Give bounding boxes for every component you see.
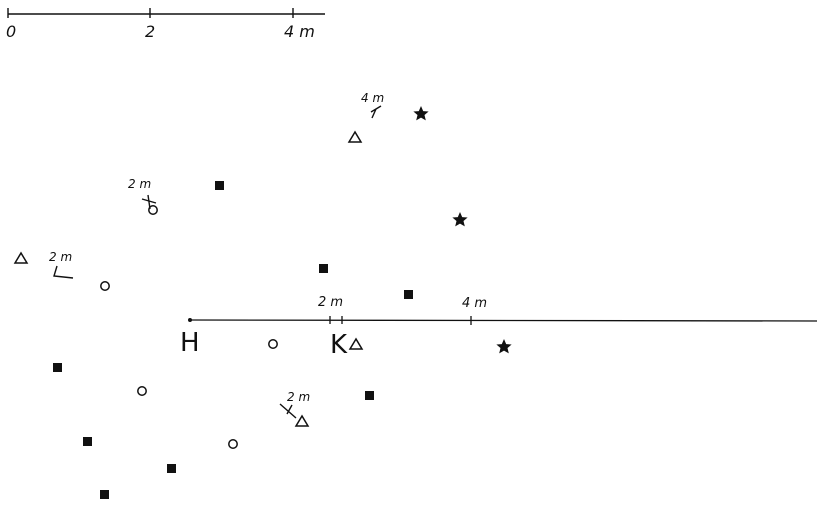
circle-marker [137, 386, 147, 396]
scale-label-0: 0 [6, 22, 16, 41]
star-markers [413, 106, 512, 354]
triangle-marker [13, 251, 29, 264]
square-marker [319, 264, 328, 273]
star-marker [413, 106, 429, 121]
scale-bar: 0 2 4 m [6, 8, 325, 41]
square-markers [53, 181, 413, 499]
measure-annotations: 4 m 2 m 2 m 2 m [49, 91, 384, 419]
triangle-marker [347, 130, 363, 143]
point-k-label: K [330, 330, 348, 360]
square-marker [83, 437, 92, 446]
triangle-marker [348, 337, 364, 350]
measure-mark-left [53, 265, 74, 279]
baseline-axis: 2 m 4 m H K [180, 295, 817, 360]
baseline-line [189, 319, 817, 322]
measure-mark-upper-right [370, 105, 382, 119]
square-marker [365, 391, 374, 400]
measure-mark-lower [279, 403, 297, 419]
square-marker [53, 363, 62, 372]
point-h-marker [188, 318, 192, 322]
square-marker [404, 290, 413, 299]
star-marker [496, 339, 512, 354]
triangle-markers [13, 130, 364, 427]
circle-markers [100, 205, 278, 449]
circle-marker [148, 205, 158, 215]
measure-label-left: 2 m [49, 250, 72, 264]
square-marker [215, 181, 224, 190]
scale-label-2: 2 [145, 22, 155, 41]
triangle-marker [294, 414, 310, 427]
baseline-label-4m: 4 m [462, 296, 487, 311]
measure-label-upper-right: 4 m [361, 91, 384, 105]
measure-label-upper-left: 2 m [128, 177, 151, 191]
circle-marker [268, 339, 278, 349]
scale-label-4m: 4 m [284, 22, 315, 41]
measure-label-lower: 2 m [287, 390, 310, 404]
square-marker [167, 464, 176, 473]
star-marker [452, 212, 468, 227]
baseline-label-2m: 2 m [318, 295, 343, 310]
point-h-label: H [180, 328, 200, 358]
circle-marker [100, 281, 110, 291]
square-marker [100, 490, 109, 499]
circle-marker [228, 439, 238, 449]
measure-mark-upper-left [141, 194, 157, 210]
